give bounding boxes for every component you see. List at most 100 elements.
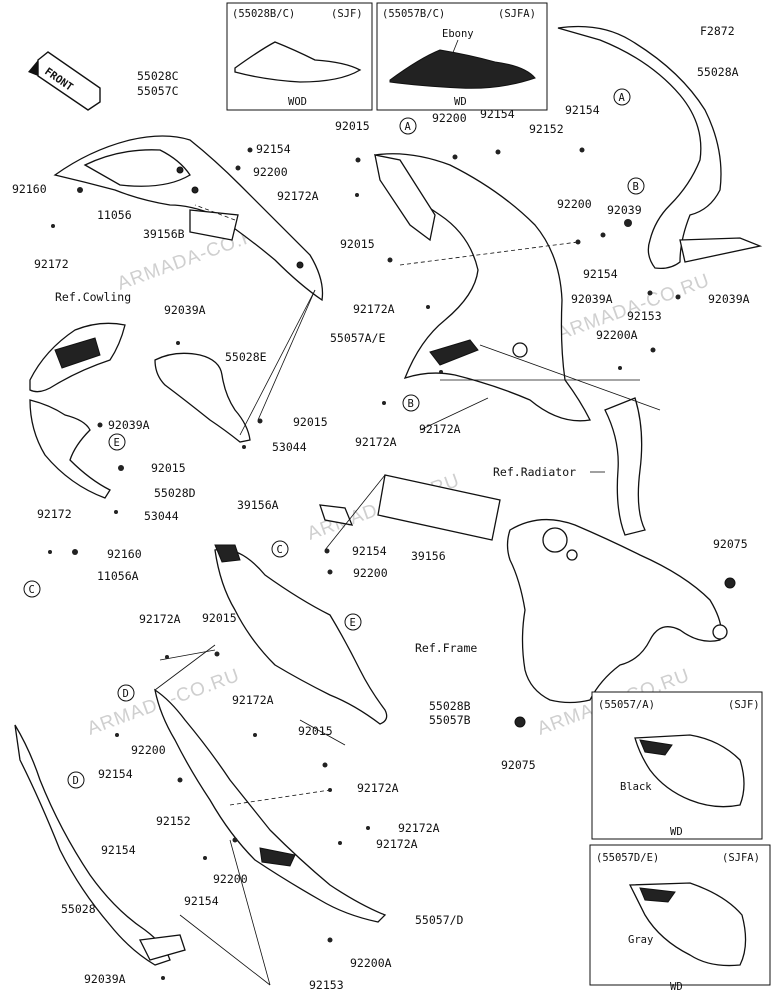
label-92152-a: 92152 [529,122,564,136]
label-55057ae: 55057A/E [330,331,385,345]
callout-b-1: B [633,181,639,193]
label-55028a: 55028A [697,65,739,79]
label-92172a-i: 92172A [376,837,418,851]
inset-sjf-top-caption: WOD [288,96,307,108]
callout-a-2: A [619,92,626,104]
label-55057d: 55057/D [415,913,464,927]
label-92075-b: 92075 [501,758,536,772]
upper-cowl-left [53,135,324,302]
label-92172: 92172 [34,257,69,271]
label-55028d: 55028D [154,486,196,500]
label-92154-e: 92154 [352,544,387,558]
label-11056a: 11056A [97,569,139,583]
ref-frame-label: Ref.Frame [415,641,477,655]
label-92200a-a: 92200A [596,328,638,342]
label-92039a-c: 92039A [164,303,206,317]
label-53044-b: 53044 [144,509,179,523]
label-39156a: 39156A [237,498,279,512]
label-55028c: 55028C [137,69,179,83]
frame-ref [506,518,736,728]
middle-cowl [373,153,591,422]
label-39156b: 39156B [143,227,185,241]
inset-sjf-top-code: (55028B/C) [232,8,295,20]
lower-side-55028b [214,504,388,725]
label-92152-b: 92152 [156,814,191,828]
side-duct-55028a [557,25,763,270]
label-92154-b: 92154 [480,107,515,121]
label-92172a-d: 92172A [419,422,461,436]
label-55028b: 55028B [429,699,471,713]
label-92154-d: 92154 [583,267,618,281]
label-92039: 92039 [607,203,642,217]
ref-cowling-part [29,322,126,499]
inset-sjf-bottom-code: (55057/A) [598,699,655,711]
callout-b-2: B [408,398,414,410]
inset-sjfa-top: (55057B/C) (SJFA) Ebony WD [376,2,548,111]
label-92172a-b: 92172A [353,302,395,316]
leader-lines [154,204,661,986]
inset-sjfa-bottom: (55057D/E) (SJFA) Gray WD [589,844,771,993]
label-92154-a: 92154 [256,142,291,156]
inset-sjfa-top-caption: WD [454,96,467,108]
label-92154-h: 92154 [184,894,219,908]
inset-sjf-bottom-caption: WD [670,826,683,838]
front-arrow-icon: FRONT [28,51,101,111]
label-92015-e: 92015 [202,611,237,625]
label-11056: 11056 [97,208,132,222]
callout-e-2: E [350,617,356,629]
label-92172a-a: 92172A [277,189,319,203]
label-92015-d: 92015 [151,461,186,475]
label-92075-a: 92075 [713,537,748,551]
lower-cowl-55057d [154,688,387,923]
inset-sjfa-bottom-color: Gray [628,934,653,946]
inset-sjf-bottom-color: Black [620,781,652,793]
ref-cowling-label: Ref.Cowling [55,290,131,304]
label-92172a-h: 92172A [398,821,440,835]
label-92015-a: 92015 [335,119,370,133]
label-92160: 92160 [12,182,47,196]
callout-a-1: A [405,121,412,133]
label-92015-c: 92015 [293,415,328,429]
label-92160-b: 92160 [107,547,142,561]
label-92154-f: 92154 [98,767,133,781]
label-92172a-e: 92172A [139,612,181,626]
inner-panel-55028e [154,352,251,443]
label-92200-b: 92200 [432,111,467,125]
label-92172a-c: 92172A [355,435,397,449]
label-92172a-g: 92172A [357,781,399,795]
inset-sjfa-top-code: (55057B/C) [382,8,445,20]
inset-sjfa-bottom-tag: (SJFA) [722,852,760,864]
label-92154-g: 92154 [101,843,136,857]
label-39156: 39156 [411,549,446,563]
label-92154-c: 92154 [565,103,600,117]
fasteners [48,147,681,980]
callout-c-2: C [29,584,35,596]
part-labels: 55028C 55057C 92160 11056 92172 39156B 9… [12,65,750,992]
inset-sjfa-bottom-caption: WD [670,981,683,993]
label-92039a-b: 92039A [708,292,750,306]
label-92172a-f: 92172A [232,693,274,707]
label-92200-d: 92200 [353,566,388,580]
inset-sjf-top: (55028B/C) (SJF) WOD [226,2,373,111]
inset-sjfa-top-color: Ebony [442,28,474,40]
radiator-ref [377,397,646,541]
ref-radiator-label: Ref.Radiator [493,465,576,479]
label-55057c: 55057C [137,84,179,98]
label-92172-b: 92172 [37,507,72,521]
label-92015-f: 92015 [298,724,333,738]
callout-d-2: D [73,775,79,787]
label-92039a-a: 92039A [571,292,613,306]
label-55028: 55028 [61,902,96,916]
label-92200-c: 92200 [557,197,592,211]
label-92153-a: 92153 [627,309,662,323]
label-92039a-e: 92039A [84,972,126,986]
callout-c-1: C [277,544,283,556]
callouts: A A B B C C D D E E [23,88,645,789]
label-92200-e: 92200 [131,743,166,757]
label-92200a-b: 92200A [350,956,392,970]
label-92039a-d: 92039A [108,418,150,432]
label-55057b: 55057B [429,713,471,727]
label-92200-f: 92200 [213,872,248,886]
